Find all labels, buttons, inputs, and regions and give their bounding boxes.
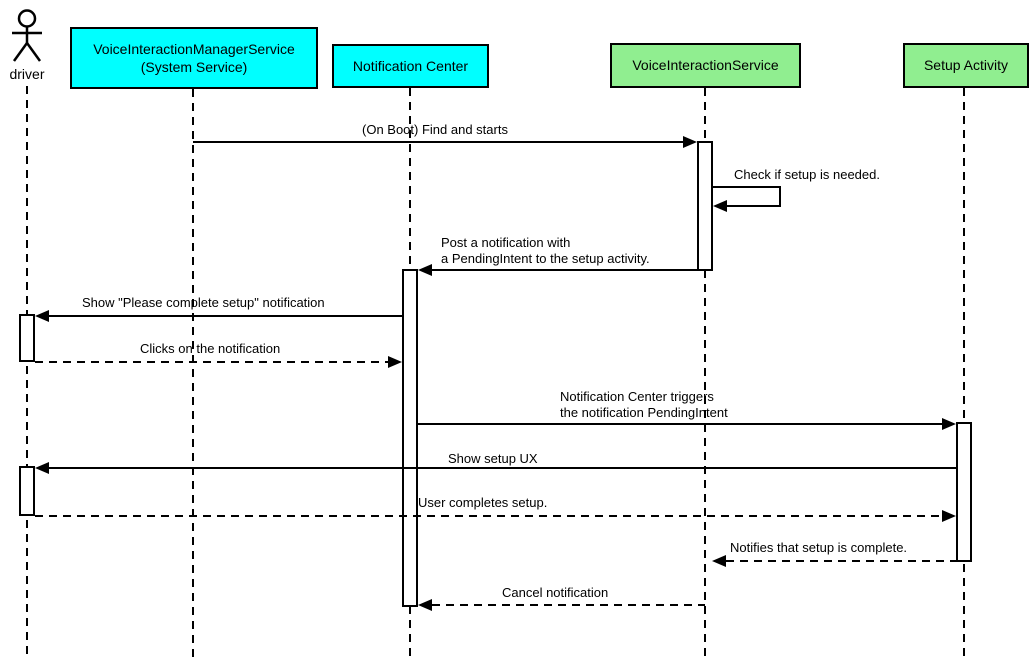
message-1-label: (On Boot) Find and starts — [362, 122, 508, 137]
message-6-label: Notification Center triggers the notific… — [560, 389, 728, 420]
activation-voice-interaction-service — [697, 141, 713, 271]
lifeline-voice-interaction-manager-service — [192, 89, 194, 660]
person-icon — [12, 9, 42, 62]
message-8-line — [35, 515, 942, 517]
message-10-label: Cancel notification — [502, 585, 609, 600]
message-2-line-side — [779, 186, 781, 207]
message-6-line — [418, 423, 942, 425]
message-9-line — [726, 560, 956, 562]
participant-setup-activity: Setup Activity — [903, 43, 1029, 88]
message-4-line — [49, 315, 403, 317]
message-4-label: Show "Please complete setup" notificatio… — [82, 295, 325, 310]
lifeline-voice-interaction-service — [704, 88, 706, 660]
message-2-line-bottom — [727, 205, 781, 207]
participant-notification-center: Notification Center — [332, 44, 489, 88]
arrowhead-left-icon — [713, 200, 727, 212]
message-2-label: Check if setup is needed. — [734, 167, 880, 182]
arrowhead-left-icon — [418, 264, 432, 276]
participant-voice-interaction-service: VoiceInteractionService — [610, 43, 801, 88]
message-3-label: Post a notification with a PendingIntent… — [441, 235, 650, 266]
message-7-label: Show setup UX — [448, 451, 538, 466]
lifeline-driver — [26, 86, 28, 660]
activation-notification-center — [402, 269, 418, 607]
lifeline-setup-activity — [963, 88, 965, 660]
activation-setup-activity — [956, 422, 972, 562]
arrowhead-right-icon — [942, 418, 956, 430]
message-2-line-top — [713, 186, 781, 188]
message-10-line — [432, 604, 705, 606]
participant-voice-interaction-manager-service: VoiceInteractionManagerService (System S… — [70, 27, 318, 89]
activation-driver-2 — [19, 466, 35, 516]
arrowhead-left-icon — [35, 310, 49, 322]
arrowhead-right-icon — [683, 136, 697, 148]
arrowhead-left-icon — [418, 599, 432, 611]
message-7-line — [49, 467, 956, 469]
arrowhead-right-icon — [388, 356, 402, 368]
message-8-label: User completes setup. — [418, 495, 548, 510]
message-3-line — [432, 269, 697, 271]
message-5-line — [35, 361, 389, 363]
arrowhead-left-icon — [35, 462, 49, 474]
message-9-label: Notifies that setup is complete. — [730, 540, 908, 555]
arrowhead-left-icon — [712, 555, 726, 567]
message-1-line — [193, 141, 684, 143]
message-5-label: Clicks on the notification — [140, 341, 281, 356]
activation-driver-1 — [19, 314, 35, 362]
arrowhead-right-icon — [942, 510, 956, 522]
actor-driver-label: driver — [9, 66, 45, 82]
